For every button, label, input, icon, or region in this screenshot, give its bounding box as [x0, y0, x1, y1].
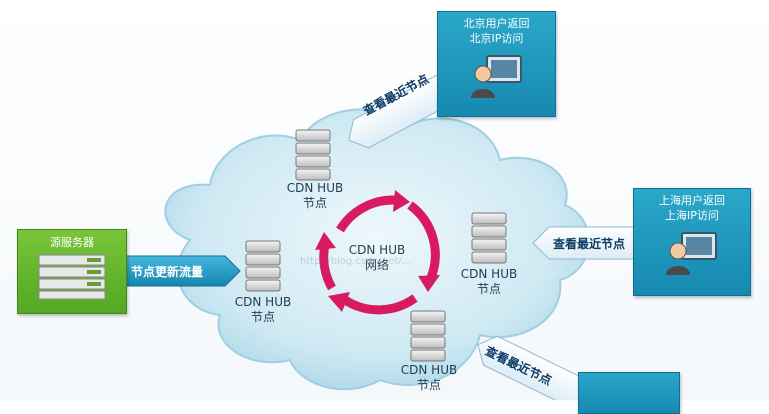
- hub-label-top: CDN HUB 节点: [270, 181, 360, 211]
- hub-label-line1: CDN HUB: [286, 181, 344, 195]
- flow-ring-arrowheads: [315, 190, 440, 312]
- bottom-user-box: [578, 372, 680, 414]
- beijing-user-box: 北京用户返回 北京IP访问: [437, 11, 556, 117]
- beijing-line2: 北京IP访问: [469, 32, 524, 45]
- hub-label-line1: CDN HUB: [400, 363, 458, 377]
- hub-label-left: CDN HUB 节点: [218, 295, 308, 325]
- hub-label-line1: CDN HUB: [234, 295, 292, 309]
- diagram-canvas: [99, 73, 649, 400]
- watermark: http://blog.csdn.net/...: [300, 256, 412, 267]
- beijing-line1: 北京用户返回: [463, 17, 530, 30]
- center-line1: CDN HUB: [348, 243, 406, 257]
- shanghai-user-box: 上海用户返回 上海IP访问: [633, 188, 751, 296]
- server-stack-bottom: [410, 310, 446, 362]
- server-stack-top: [295, 129, 331, 181]
- nearest-node-label-right: 查看最近节点: [553, 237, 626, 251]
- source-server-box: 源服务器: [17, 229, 127, 314]
- rack-server-icon: [38, 254, 106, 300]
- center-network-label: CDN HUB 网络: [332, 243, 422, 273]
- server-stack-right: [471, 212, 507, 264]
- hub-label-line2: 节点: [416, 378, 441, 392]
- hub-label-right: CDN HUB 节点: [444, 267, 534, 297]
- user-computer-icon: [470, 55, 522, 98]
- shanghai-line2: 上海IP访问: [665, 209, 719, 222]
- center-line2: 网络: [364, 258, 389, 272]
- source-server-title: 源服务器: [50, 236, 94, 249]
- hub-label-line2: 节点: [250, 310, 275, 324]
- flow-ring: [319, 195, 440, 315]
- user-computer-icon: [666, 232, 717, 275]
- hub-label-line1: CDN HUB: [460, 267, 518, 281]
- hub-label-line2: 节点: [476, 282, 501, 296]
- update-traffic-label: 节点更新流量: [131, 265, 204, 279]
- shanghai-line1: 上海用户返回: [659, 194, 725, 207]
- hub-label-bottom: CDN HUB 节点: [384, 363, 474, 393]
- server-stack-left: [245, 240, 281, 292]
- hub-label-line2: 节点: [302, 196, 327, 210]
